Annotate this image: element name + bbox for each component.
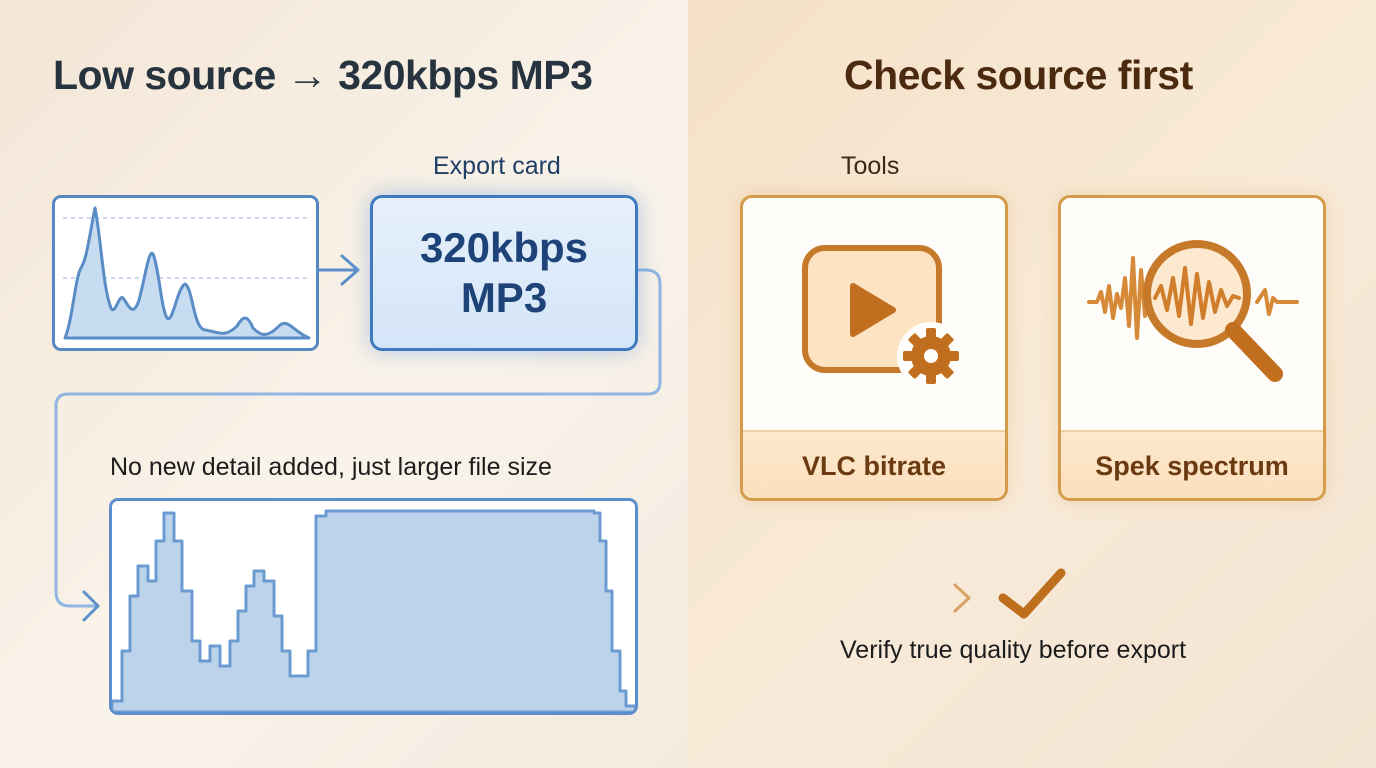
source-waveform [52, 195, 319, 351]
tools-caption: Tools [841, 152, 900, 180]
page-title-left: Low source → 320kbps MP3 [53, 52, 593, 98]
export-card-caption: Export card [433, 152, 561, 180]
tool-card-spek: Spek spectrum [1058, 195, 1326, 501]
page-title-right: Check source first [844, 52, 1193, 98]
output-waveform [109, 498, 638, 715]
export-card-bitrate: 320kbps [419, 224, 589, 271]
verify-quality-caption: Verify true quality before export [840, 636, 1187, 664]
spectrum-magnifier-icon [1087, 240, 1299, 382]
play-settings-icon [802, 245, 965, 390]
output-waveform-graphic [112, 509, 635, 712]
export-card-format: MP3 [460, 274, 548, 321]
tool-card-vlc: VLC bitrate [740, 195, 1008, 501]
export-card: 320kbps MP3 [370, 195, 638, 351]
no-new-detail-caption: No new detail added, just larger file si… [110, 453, 552, 481]
source-waveform-graphic [63, 206, 311, 340]
tool-label-vlc: VLC bitrate [743, 430, 1005, 498]
tool-label-spek: Spek spectrum [1061, 430, 1323, 498]
